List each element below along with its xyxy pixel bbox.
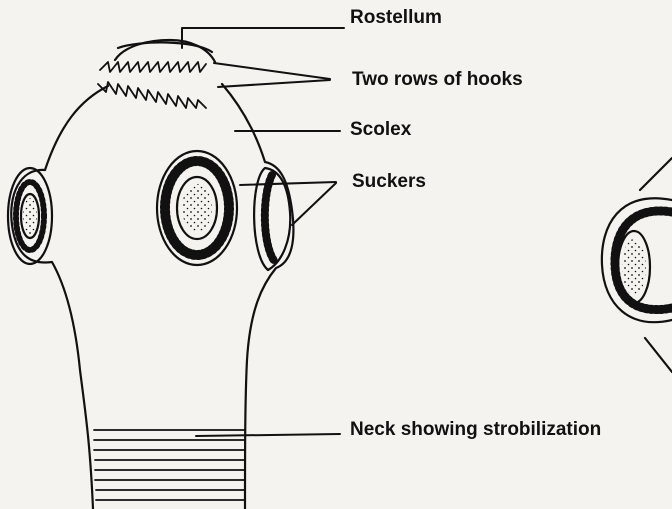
label-neck: Neck showing strobilization	[350, 420, 601, 439]
hooks-row-upper	[100, 62, 206, 72]
partial-sucker-far-right	[602, 158, 672, 372]
label-scolex: Scolex	[350, 120, 411, 139]
scolex-outline	[11, 84, 293, 509]
label-two-rows-of-hooks: Two rows of hooks	[352, 70, 523, 89]
label-suckers: Suckers	[352, 172, 426, 191]
sucker-center	[157, 151, 237, 265]
leader-hooks-lower	[218, 80, 330, 87]
sucker-left	[8, 168, 52, 264]
neck-segments	[94, 430, 245, 500]
leader-suckers-right	[292, 183, 336, 225]
leader-neck	[196, 434, 340, 436]
hooks-row-lower	[98, 82, 206, 108]
label-rostellum: Rostellum	[350, 8, 442, 27]
leader-hooks-upper	[214, 63, 330, 79]
leader-suckers-center	[240, 182, 336, 185]
leader-rostellum	[182, 28, 344, 48]
